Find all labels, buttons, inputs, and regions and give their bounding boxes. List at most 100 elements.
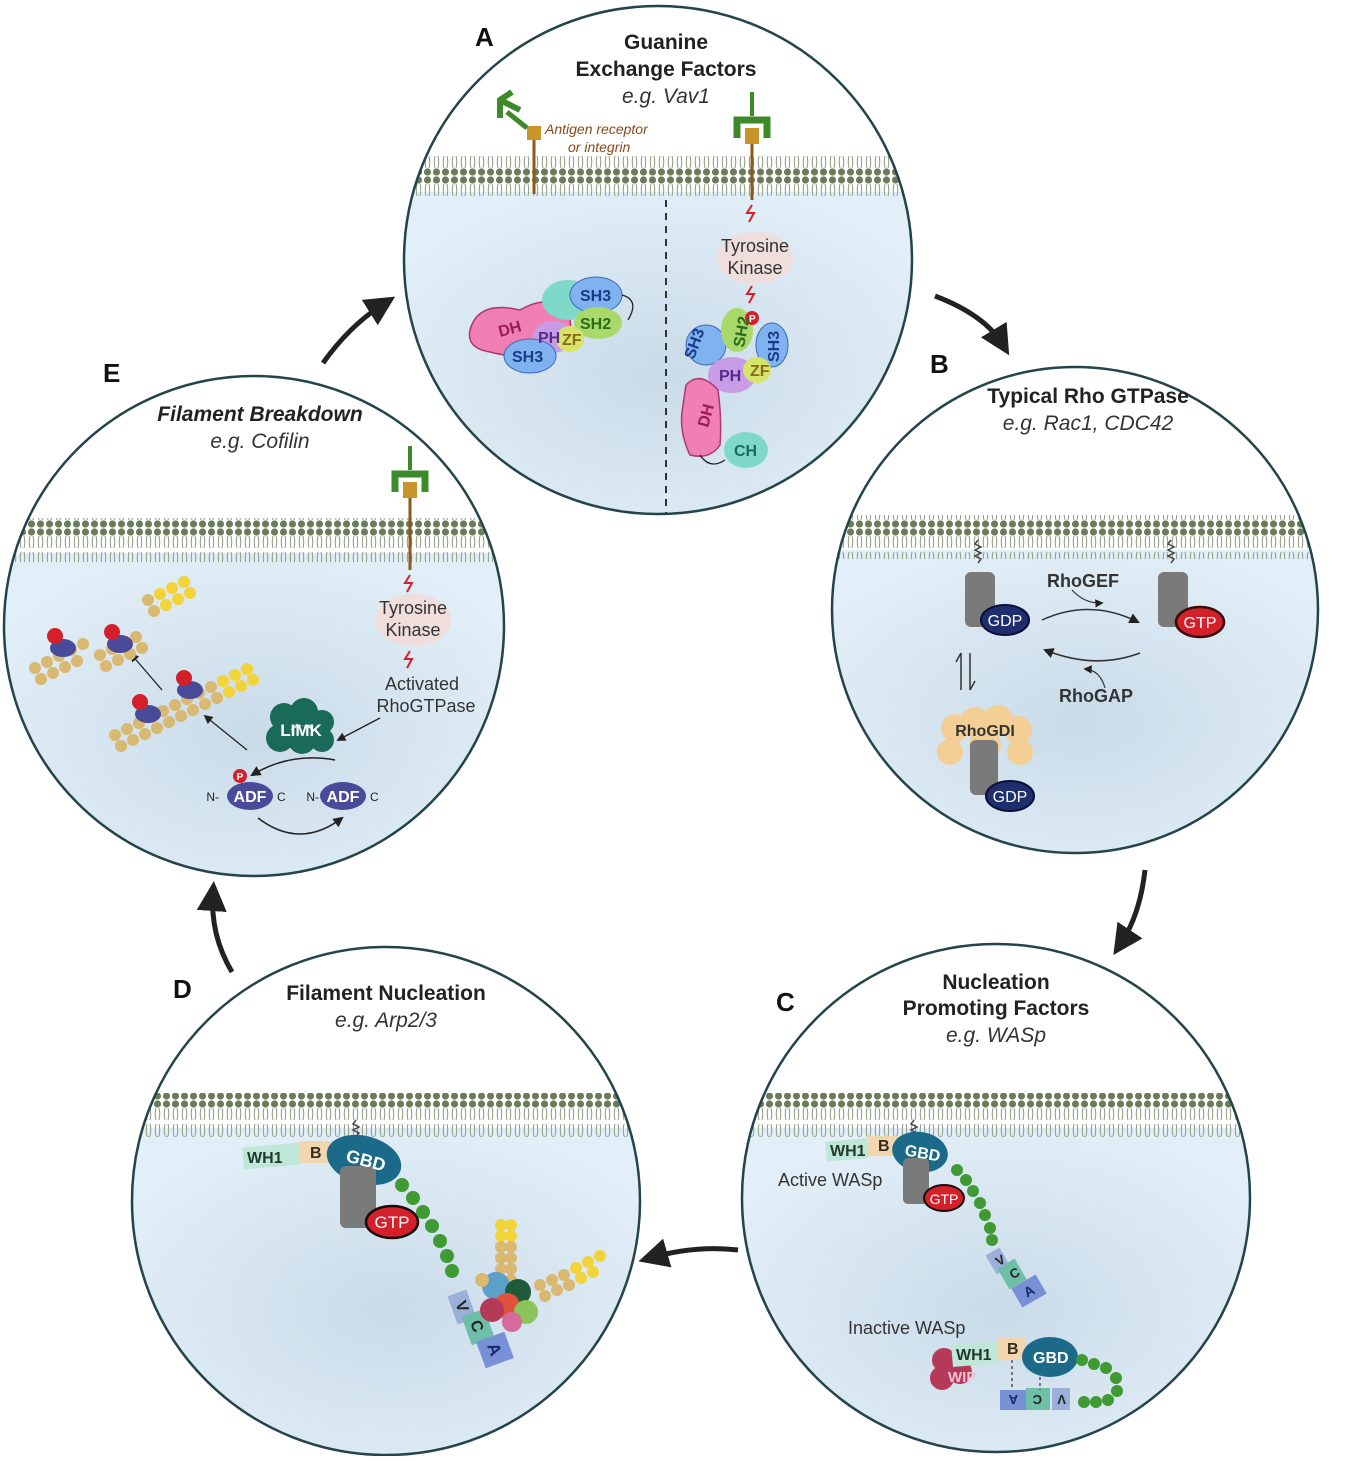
c-terminus-label: C — [370, 790, 379, 804]
adf-label: ADF — [234, 789, 267, 806]
domain-b: B — [310, 1145, 322, 1162]
phosphorylation-bolt-icon — [403, 574, 414, 593]
arrow-a-to-b — [934, 293, 1010, 356]
kinase-label: Tyrosine — [379, 598, 447, 618]
panel-subtitle: e.g. Rac1, CDC42 — [1003, 412, 1174, 435]
panel-subtitle: e.g. Cofilin — [210, 430, 309, 453]
domain-gbd: GBD — [903, 1143, 941, 1166]
actin-filament — [495, 1219, 517, 1286]
panel-title: Filament Nucleation — [286, 982, 486, 1005]
gtp-pill — [1174, 605, 1226, 639]
phosphorylation-bolt-icon — [745, 204, 756, 223]
panel-letter: E — [103, 358, 120, 388]
domain-zf: ZF — [750, 363, 770, 380]
domain-zf: ZF — [562, 332, 582, 349]
panel-title: Typical Rho GTPase — [987, 385, 1189, 408]
domain-ph: PH — [538, 330, 560, 347]
panel-subtitle: e.g. Arp2/3 — [335, 1009, 437, 1032]
activated-rhogtpase-label: RhoGTPase — [376, 696, 475, 716]
arrow-e-to-a — [320, 296, 396, 365]
gdp-pill — [980, 604, 1030, 636]
domain-c: C — [1032, 1392, 1042, 1407]
gdp-label: GDP — [988, 613, 1023, 630]
receptor-label: or integrin — [568, 139, 630, 155]
domain-v: V — [1057, 1392, 1066, 1407]
receptor-label: Antigen receptor — [544, 121, 649, 137]
rhogdi-complex — [937, 705, 1035, 812]
domain-ch: CH — [734, 443, 757, 460]
domain-b: B — [1007, 1341, 1019, 1358]
arrow-d-to-e — [196, 881, 235, 974]
panel-subtitle: e.g. WASp — [946, 1024, 1046, 1047]
panel-title: Nucleation — [942, 971, 1049, 994]
c-terminus-label: C — [277, 790, 286, 804]
phosphorylation-bolt-icon — [745, 285, 756, 304]
domain-wip: WIP — [948, 1369, 976, 1386]
domain-dh: DH — [695, 402, 717, 429]
panel-a: A Guanine Exchange Factors e.g. Vav1 Ant… — [402, 4, 914, 516]
panel-letter: A — [475, 22, 494, 52]
domain-wh1: WH1 — [830, 1143, 866, 1160]
n-terminus-label: N- — [306, 790, 319, 804]
cycle-arrows — [196, 293, 1148, 1268]
phospho-p-label: P — [237, 772, 244, 783]
panel-subtitle: e.g. Vav1 — [622, 85, 710, 108]
rhogdi-label: RhoGDI — [955, 723, 1015, 740]
receptor-icon — [391, 446, 429, 570]
limk-enzyme — [266, 698, 334, 754]
domain-sh3: SH3 — [580, 288, 611, 305]
activated-rhogtpase-label: Activated — [385, 674, 459, 694]
receptor-icon — [733, 92, 771, 200]
domain-a: A — [1008, 1392, 1018, 1407]
actin-filament — [109, 663, 259, 752]
rhogef-label: RhoGEF — [1047, 571, 1119, 591]
actin-filament — [534, 1250, 606, 1302]
proline-chain — [951, 1164, 998, 1246]
domain-sh3: SH3 — [512, 349, 543, 366]
panel-letter: D — [173, 974, 192, 1004]
panel-d: D Filament Nucleation e.g. Arp2/3 WH1 B … — [130, 945, 642, 1457]
actin-filament — [142, 576, 196, 617]
panel-b: B Typical Rho GTPase e.g. Rac1, CDC42 GD… — [830, 349, 1320, 855]
gdp-label: GDP — [993, 789, 1028, 806]
panel-title: Exchange Factors — [576, 58, 757, 81]
panel-letter: B — [930, 349, 949, 379]
panel-e: E Filament Breakdown e.g. Cofilin Tyrosi… — [2, 358, 506, 878]
panel-title: Guanine — [624, 31, 708, 54]
gtp-label: GTP — [930, 1191, 959, 1207]
active-wasp-label: Active WASp — [778, 1170, 882, 1190]
limk-label: LIMK — [280, 721, 322, 740]
domain-a: A — [483, 1340, 505, 1358]
adf-phosphorylated — [227, 782, 273, 810]
arrow-b-to-c — [1113, 869, 1148, 955]
panel-title: Filament Breakdown — [157, 403, 362, 426]
vav1-active — [680, 308, 789, 468]
arp23-complex — [475, 1272, 538, 1332]
tyrosine-kinase — [717, 232, 793, 284]
kinase-label: Kinase — [727, 258, 782, 278]
domain-wh1: WH1 — [956, 1347, 992, 1364]
domain-sh2: SH2 — [580, 316, 611, 333]
adf-active — [320, 782, 366, 810]
domain-sh2: SH2 — [731, 315, 753, 349]
kinase-label: Kinase — [385, 620, 440, 640]
kinase-label: Tyrosine — [721, 236, 789, 256]
domain-gbd: GBD — [1033, 1350, 1069, 1367]
vav1-inactive — [468, 276, 634, 374]
domain-b: B — [878, 1138, 890, 1155]
panel-c: C Nucleation Promoting Factors e.g. WASp… — [740, 942, 1252, 1454]
wip-complex — [930, 1348, 972, 1390]
panel-title: Promoting Factors — [903, 997, 1090, 1020]
gtp-label: GTP — [375, 1213, 410, 1232]
domain-ph: PH — [719, 368, 741, 385]
proline-chain — [395, 1178, 459, 1278]
rhogap-label: RhoGAP — [1059, 686, 1133, 706]
panel-letter: C — [776, 987, 795, 1017]
phospho-p-label: P — [749, 314, 756, 325]
gtp-label: GTP — [1184, 615, 1217, 632]
domain-dh: DH — [497, 318, 524, 340]
arrow-c-to-d — [638, 1238, 739, 1268]
inactive-wasp-label: Inactive WASp — [848, 1318, 965, 1338]
